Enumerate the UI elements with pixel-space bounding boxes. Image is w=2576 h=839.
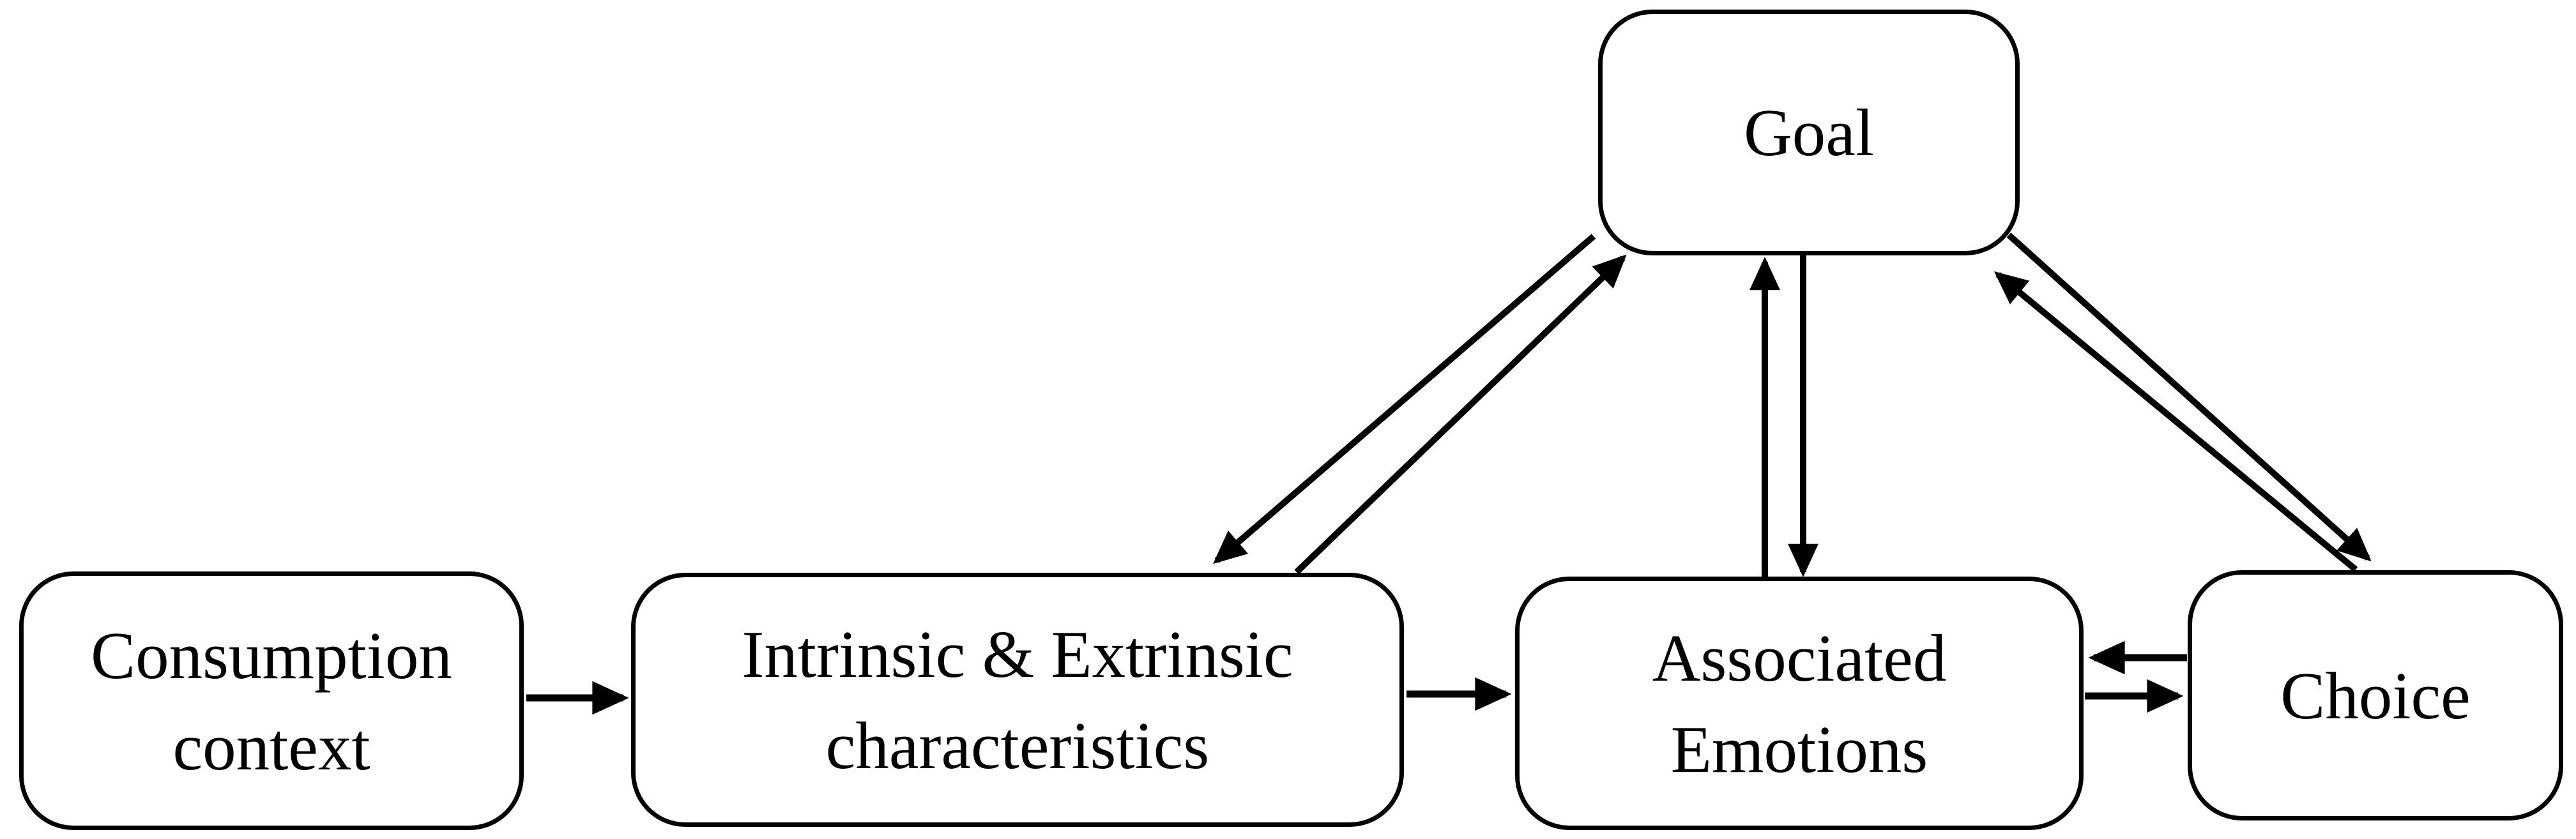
arrow-goal-to-intrinsic	[1213, 234, 1596, 564]
node-consumption-context-label-line1: Consumption	[91, 617, 452, 693]
node-choice-label: Choice	[2280, 658, 2471, 733]
arrow-intrinsic-to-goal	[1294, 254, 1627, 575]
node-goal-label: Goal	[1743, 95, 1875, 170]
node-associated-emotions-label-line2: Emotions	[1670, 711, 1928, 787]
node-goal: Goal	[1598, 10, 2020, 255]
node-intrinsic-extrinsic-characteristics: Intrinsic & Extrinsic characteristics	[631, 573, 1404, 827]
node-associated-emotions-label-line1: Associated	[1652, 620, 1947, 695]
arrow-choice-to-goal	[1993, 271, 2358, 572]
node-associated-emotions: Associated Emotions	[1515, 577, 2084, 830]
arrow-goal-to-choice	[2006, 232, 2372, 562]
node-choice: Choice	[2188, 570, 2563, 820]
node-consumption-context-label-line2: context	[172, 709, 370, 784]
node-intrinsic-label-line2: characteristics	[825, 708, 1210, 783]
node-intrinsic-label-line1: Intrinsic & Extrinsic	[742, 617, 1293, 692]
node-consumption-context: Consumption context	[19, 571, 524, 830]
